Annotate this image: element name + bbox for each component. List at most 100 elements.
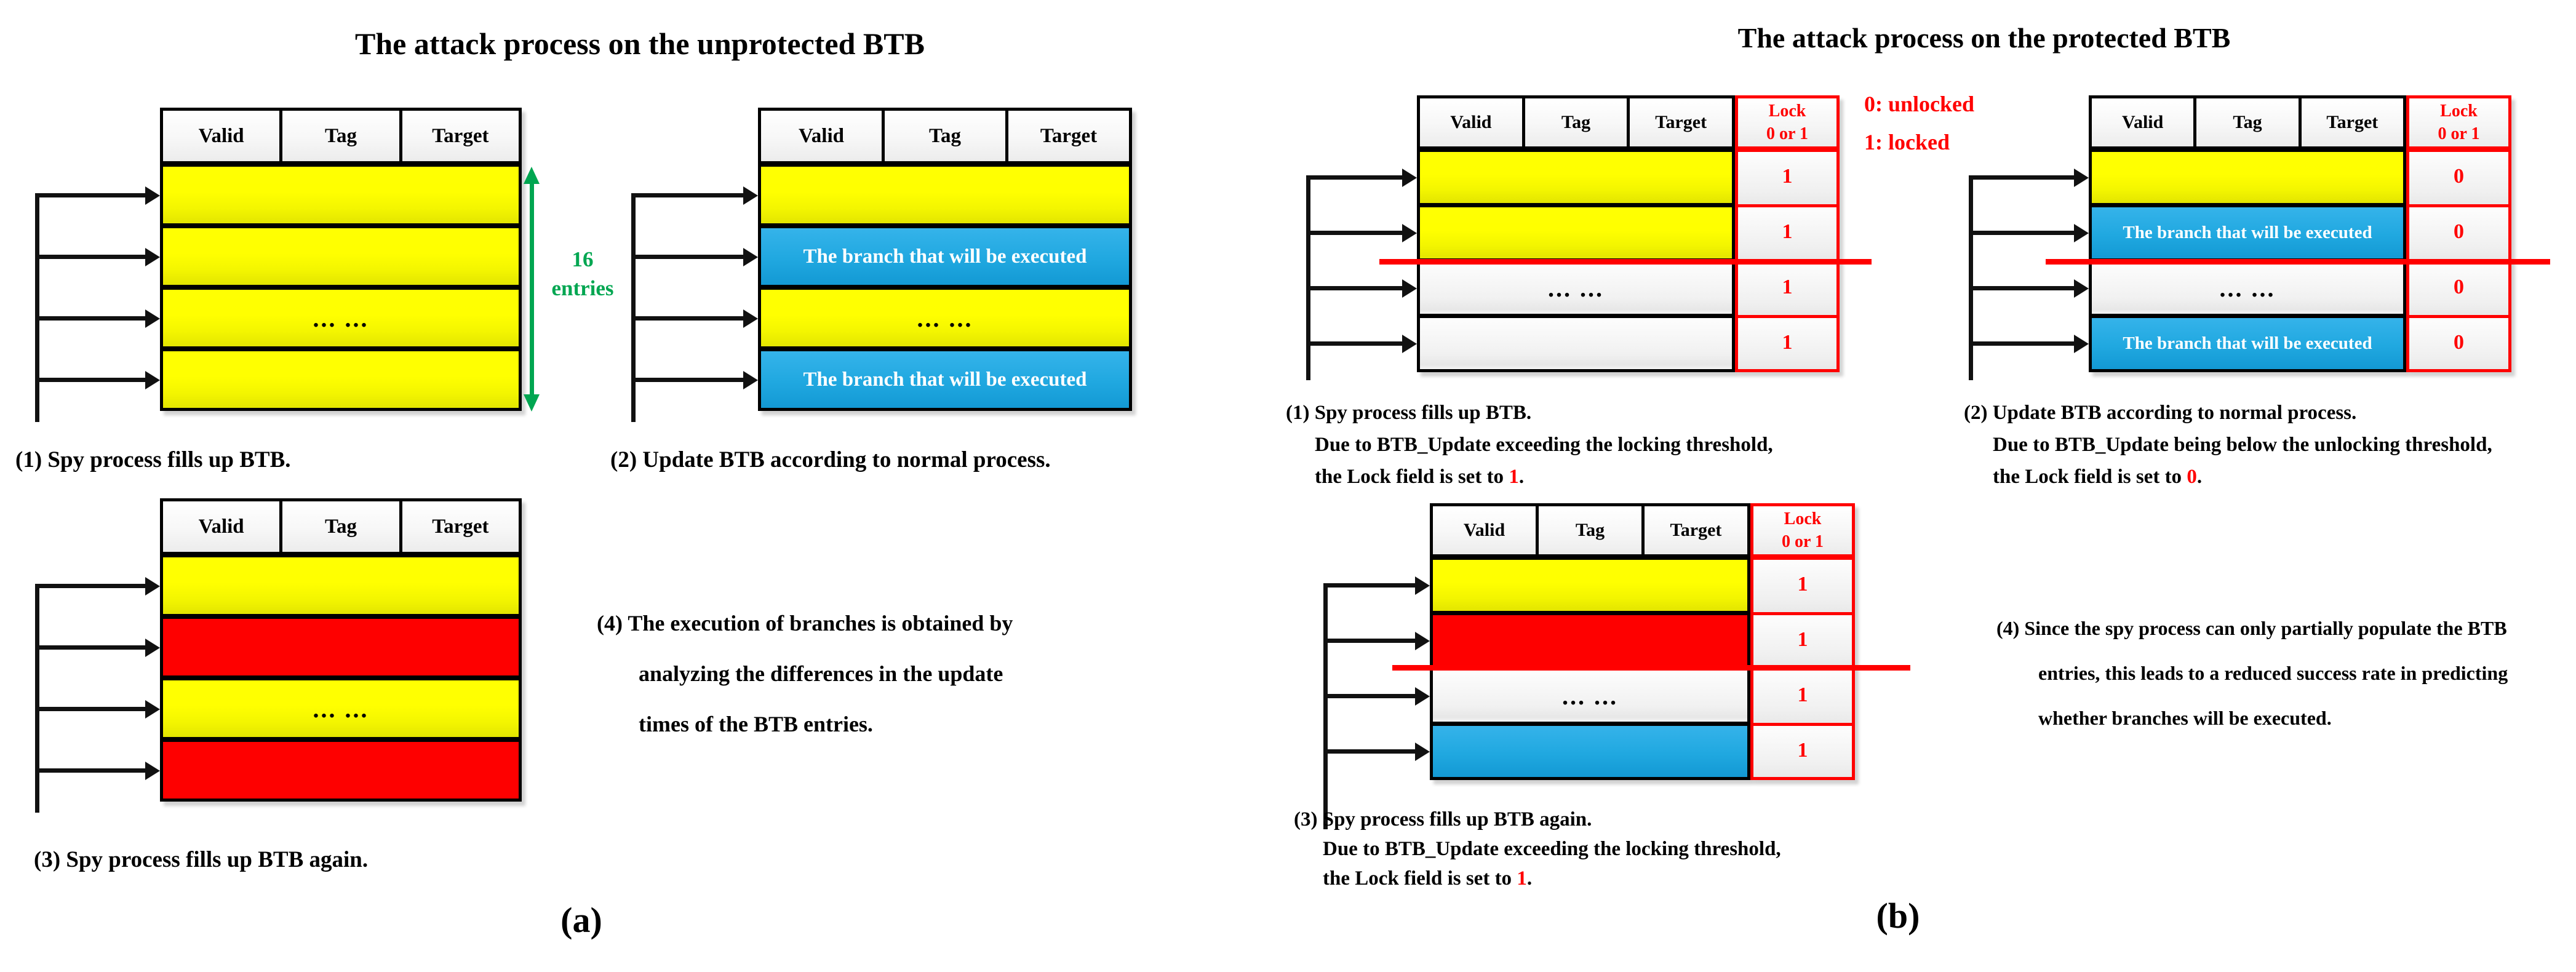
table-body: ... ...: [160, 167, 522, 411]
arrowhead-icon: [145, 186, 160, 205]
arrowhead-icon: [2074, 223, 2089, 242]
arrowhead-icon: [1402, 334, 1417, 353]
lock-value-cell: 0: [2406, 207, 2511, 263]
lock-column-b3: Lock 0 or 1 1 1 1 1: [1750, 503, 1855, 780]
col-header-tag: Tag: [1525, 98, 1630, 146]
btb-entry-row-branch: The branch that will be executed: [2092, 207, 2403, 263]
table-header-row: Valid Tag Target: [1430, 503, 1750, 560]
entries-count-note: 16 entries: [536, 245, 629, 303]
arrowhead-icon: [145, 370, 160, 389]
lock-header-line: Lock: [1768, 102, 1806, 121]
arrowhead-icon: [743, 186, 758, 205]
lock-column-header: Lock 0 or 1: [1735, 95, 1840, 152]
col-header-valid: Valid: [1420, 98, 1525, 146]
index-arrow: [631, 247, 758, 266]
caption-line: (3) Spy process fills up BTB again.: [1294, 808, 1592, 831]
btb-table-b1: Valid Tag Target ... ...: [1417, 95, 1735, 372]
col-header-valid: Valid: [1433, 506, 1539, 554]
arrowhead-icon: [145, 699, 160, 719]
index-arrow: [631, 186, 758, 205]
panel-a-title: The attack process on the unprotected BT…: [355, 26, 925, 61]
entries-extent-arrow: [530, 181, 534, 397]
index-arrow: [1306, 334, 1417, 353]
btb-entry-row: [761, 167, 1129, 228]
lock-column-b2: Lock 0 or 1 0 0 0 0: [2406, 95, 2511, 372]
caption-line: Due to BTB_Update exceeding the locking …: [1315, 434, 1773, 456]
index-bracket-line: [631, 193, 636, 422]
index-arrow: [1969, 168, 2089, 187]
btb-entry-row-branch: The branch that will be executed: [761, 228, 1129, 290]
arrowhead-icon: [145, 761, 160, 780]
arrowhead-icon: [145, 638, 160, 657]
btb-entry-row-ellipsis: ... ...: [2092, 263, 2403, 318]
btb-entry-row: [1433, 615, 1747, 671]
col-header-valid: Valid: [163, 111, 283, 161]
subfigure-label-b: (b): [1876, 896, 1920, 936]
lock-header-line: Lock: [2440, 102, 2478, 121]
caption-line: the Lock field is set to 1.: [1323, 867, 1533, 890]
btb-entry-row-ellipsis: ... ...: [1420, 263, 1732, 318]
table-body: ... ...: [1417, 152, 1735, 372]
col-header-target: Target: [2301, 98, 2403, 146]
index-arrow: [35, 370, 160, 389]
index-arrow: [1969, 334, 2089, 353]
caption-b1: (1) Spy process fills up BTB. Due to BTB…: [1286, 397, 1773, 493]
arrowhead-icon: [1402, 168, 1417, 187]
btb-entry-row-ellipsis: ... ...: [1433, 671, 1747, 726]
lock-value-cell: 1: [1750, 726, 1855, 780]
lock-header-line: 0 or 1: [1766, 124, 1808, 143]
entries-count-unit: entries: [551, 276, 614, 300]
index-arrow: [1306, 223, 1417, 242]
index-bracket-line: [35, 584, 39, 813]
lock-threshold-line: [1379, 259, 1872, 265]
arrowhead-icon: [743, 247, 758, 266]
col-header-tag: Tag: [1539, 506, 1645, 554]
arrow-down-icon: [524, 394, 540, 412]
col-header-tag: Tag: [282, 501, 402, 552]
arrow-up-icon: [524, 167, 540, 184]
note-line: whether branches will be executed.: [2038, 707, 2332, 729]
index-arrow: [631, 309, 758, 328]
lock-value-cell: 1: [1735, 207, 1840, 263]
caption-line: Due to BTB_Update being below the unlock…: [1993, 434, 2492, 456]
col-header-valid: Valid: [761, 111, 885, 161]
panel-b-title: The attack process on the protected BTB: [1737, 22, 2231, 54]
caption-line: the Lock field is set to 1.: [1315, 466, 1525, 488]
btb-entry-row: [2092, 152, 2403, 207]
lock-header-line: 0 or 1: [1782, 532, 1824, 551]
index-bracket-line: [1306, 175, 1310, 380]
btb-entry-row: [163, 351, 519, 408]
arrowhead-icon: [145, 247, 160, 266]
index-arrow: [35, 699, 160, 719]
lock-column-header: Lock 0 or 1: [2406, 95, 2511, 152]
caption-a1: (1) Spy process fills up BTB.: [15, 447, 291, 472]
arrowhead-icon: [1402, 279, 1417, 298]
btb-entry-row: [1420, 152, 1732, 207]
caption-line: (2) Update BTB according to normal proce…: [1964, 402, 2357, 424]
note-b4: (4) Since the spy process can only parti…: [1996, 606, 2508, 741]
index-bracket-line: [35, 193, 39, 422]
note-a4: (4) The execution of branches is obtaine…: [597, 598, 1013, 749]
col-header-target: Target: [1645, 506, 1747, 554]
index-arrow: [1969, 223, 2089, 242]
arrowhead-icon: [743, 370, 758, 389]
lock-column-header: Lock 0 or 1: [1750, 503, 1855, 560]
lock-value-highlight: 0: [2187, 466, 2197, 488]
btb-entry-row: [1433, 726, 1747, 777]
index-arrow: [631, 370, 758, 389]
index-arrow: [1323, 687, 1430, 706]
lock-value-highlight: 1: [1509, 466, 1519, 488]
caption-line: the Lock field is set to 0.: [1993, 466, 2203, 488]
btb-entry-row: [163, 742, 519, 799]
lock-column-b1: Lock 0 or 1 1 1 1 1: [1735, 95, 1840, 372]
arrowhead-icon: [743, 309, 758, 328]
caption-b2: (2) Update BTB according to normal proce…: [1964, 397, 2492, 493]
arrowhead-icon: [1402, 223, 1417, 242]
index-arrow: [1969, 279, 2089, 298]
btb-table-a3: Valid Tag Target ... ...: [160, 498, 522, 802]
arrowhead-icon: [145, 576, 160, 596]
btb-entry-row: [1433, 560, 1747, 615]
index-arrow: [1306, 279, 1417, 298]
table-header-row: Valid Tag Target: [758, 108, 1132, 167]
lock-value-cell: 1: [1750, 560, 1855, 615]
